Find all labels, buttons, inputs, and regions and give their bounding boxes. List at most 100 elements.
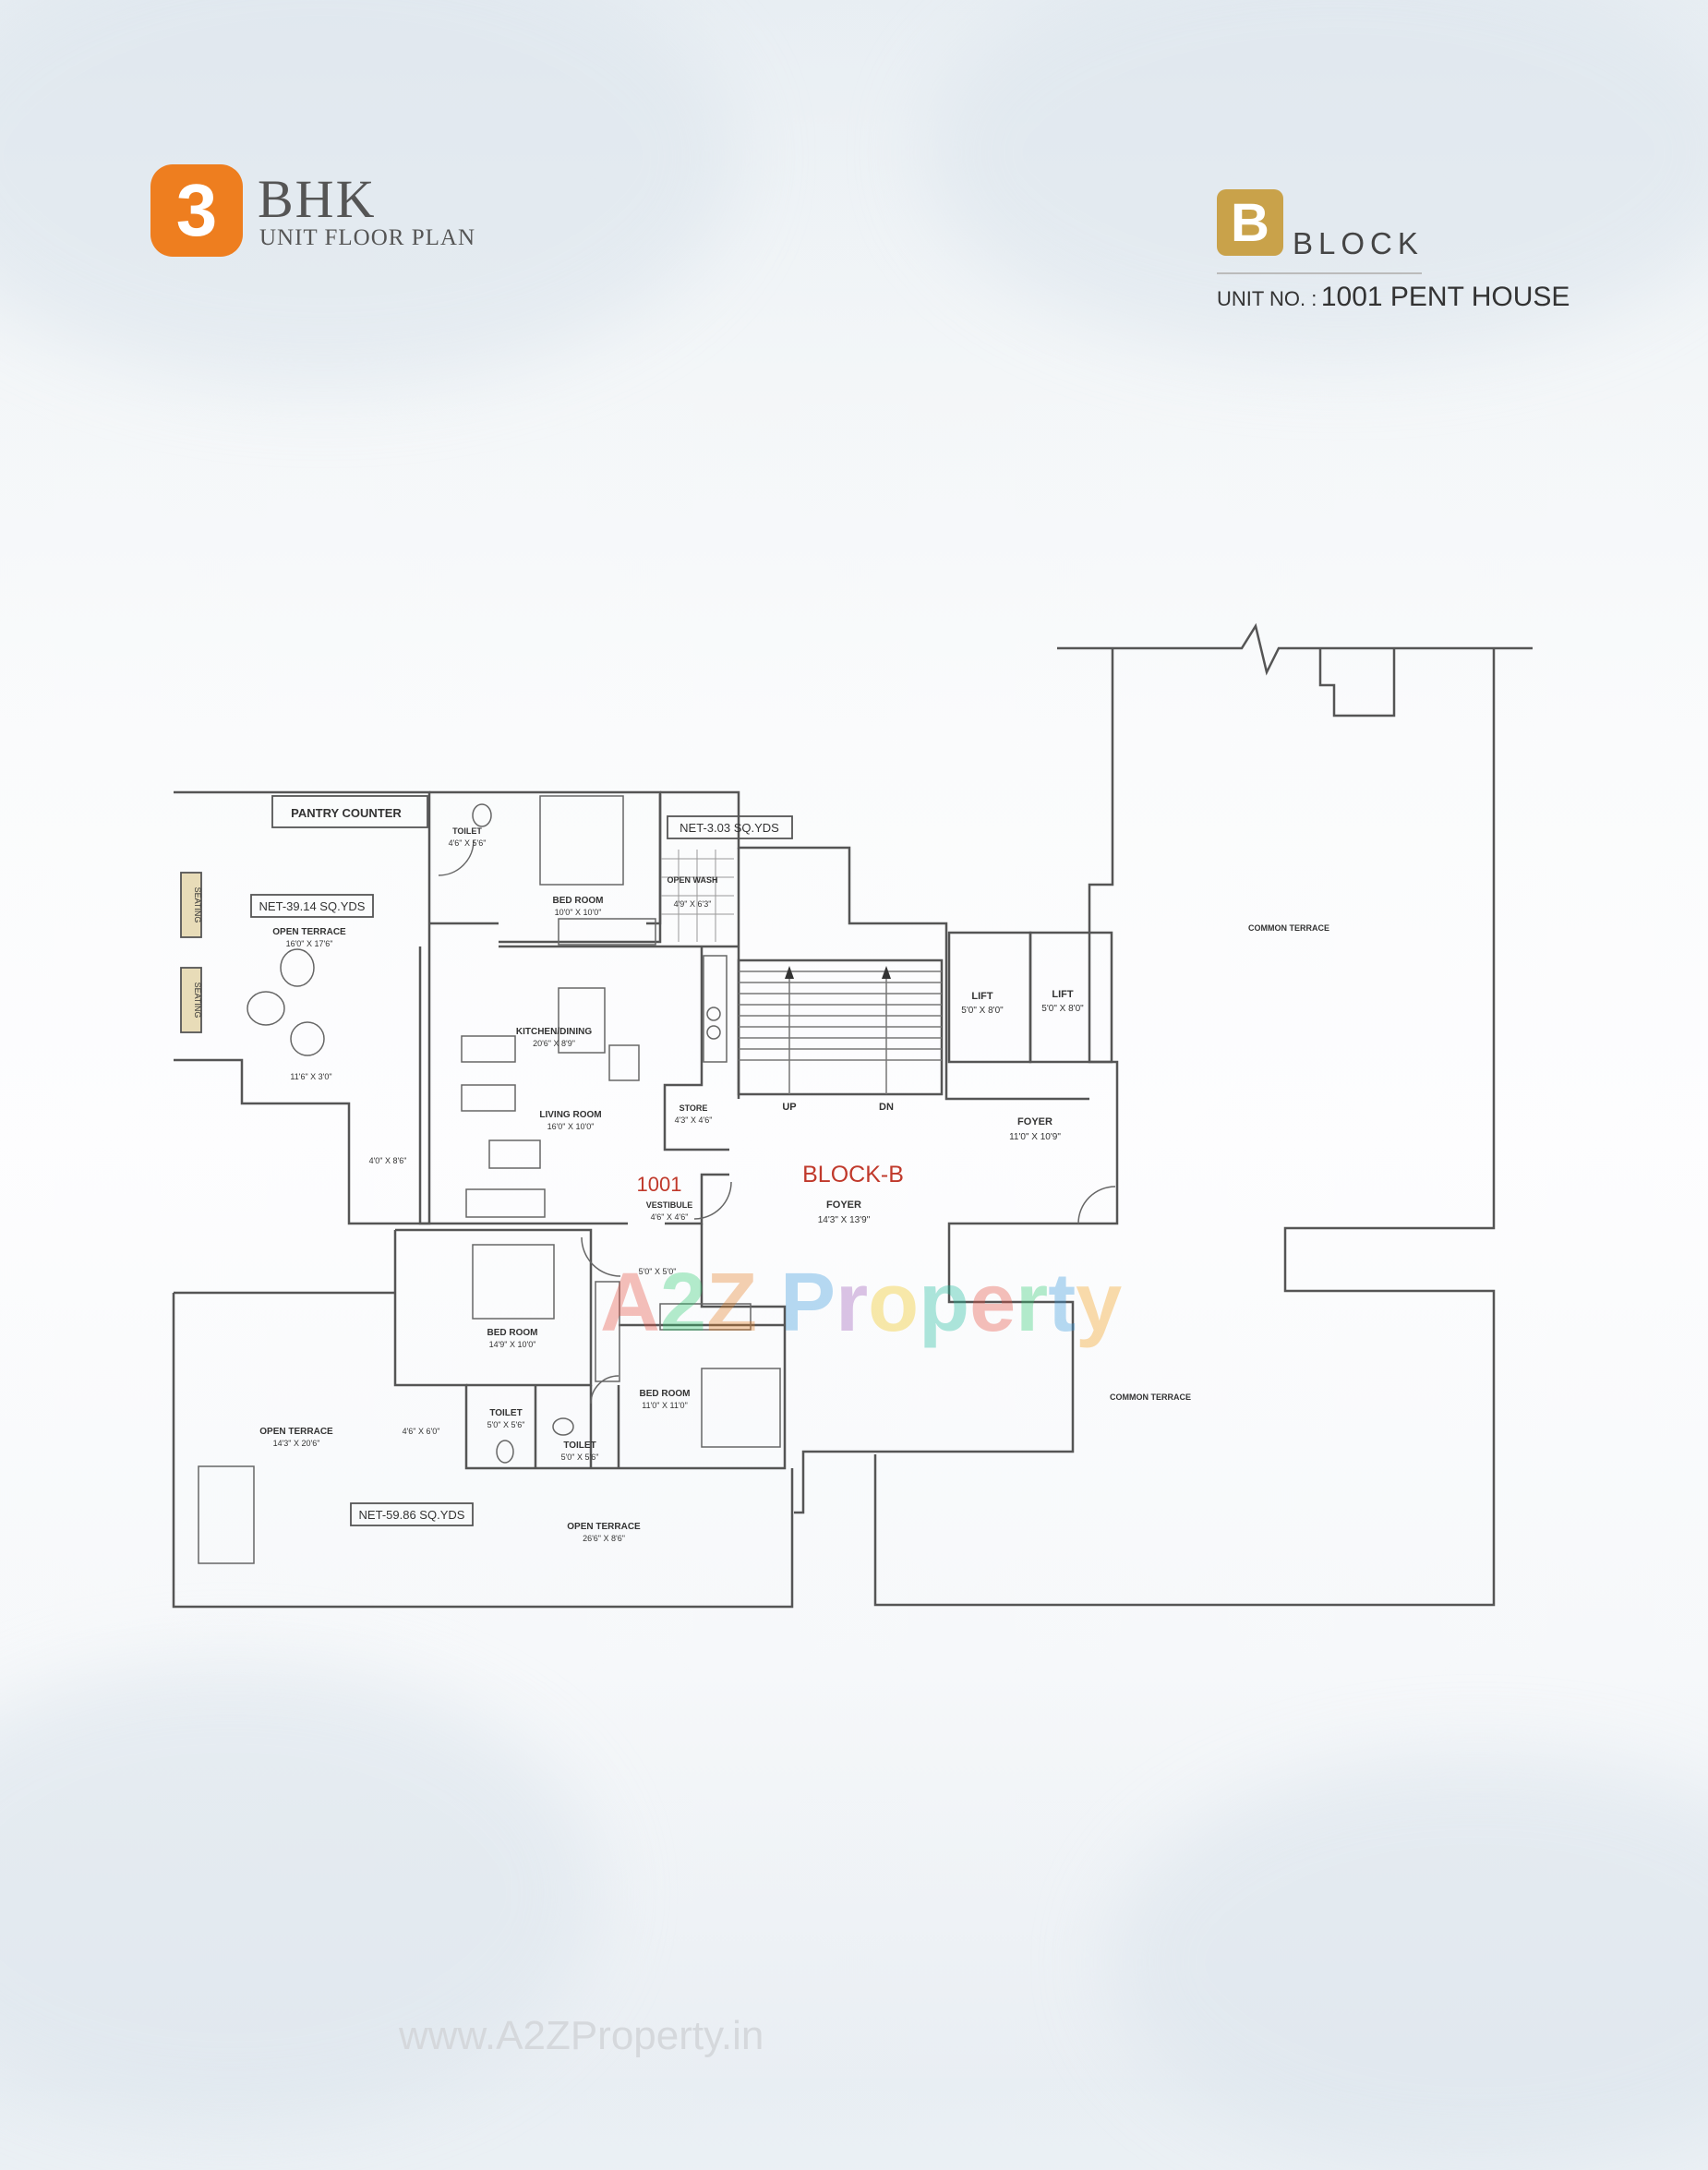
plan-walls	[172, 622, 1533, 1609]
stair-treads	[739, 968, 942, 1094]
open-terrace-1-size: 16'0" X 17'6"	[286, 939, 333, 948]
block-word: BLOCK	[1293, 226, 1424, 260]
bedroom-count-badge: 3	[150, 164, 243, 257]
open-terrace-2-label: OPEN TERRACE	[259, 1427, 333, 1437]
wall-lower-unit	[393, 1224, 787, 1470]
block-b-label: BLOCK-B	[802, 1162, 904, 1187]
top-break-line	[1057, 622, 1533, 676]
door-foyer	[1077, 1186, 1116, 1224]
living-room-size: 16'0" X 10'0"	[547, 1122, 595, 1131]
door-swings	[438, 839, 1116, 1404]
room-labels: PANTRY COUNTER SEATING SEATING NET-39.14…	[193, 806, 1329, 1543]
side-size: 4'0" X 8'6"	[369, 1156, 407, 1165]
terrace-swing	[198, 1465, 255, 1564]
open-terrace-3-size: 26'6" X 8'6"	[583, 1534, 625, 1543]
stove-burner-1	[706, 1007, 721, 1021]
sofa-3	[465, 1188, 546, 1218]
passage-size: 5'0" X 5'0"	[639, 1267, 677, 1276]
door-toilet-1	[438, 839, 475, 876]
wall-duct	[1318, 648, 1396, 717]
kitchen-label: KITCHEN/DINING	[516, 1027, 592, 1037]
open-wash-hatch	[661, 850, 734, 942]
unit-number-label: 1001	[637, 1173, 682, 1196]
net-wash-label: NET-3.03 SQ.YDS	[680, 821, 779, 835]
bedroom-2-label: BED ROOM	[487, 1328, 538, 1338]
lift-2-label: LIFT	[1052, 989, 1073, 1000]
wall-bedroom2	[395, 1228, 593, 1387]
chair-1	[280, 948, 315, 987]
bedroom-3-label: BED ROOM	[640, 1389, 691, 1399]
terrace-1-ext-size: 11'6" X 3'0"	[290, 1072, 331, 1081]
seating-2-label: SEATING	[193, 983, 202, 1019]
sofa-1	[461, 1035, 516, 1063]
toilet-1-label: TOILET	[452, 826, 482, 836]
header-divider	[1217, 272, 1422, 274]
common-terrace-1-label: COMMON TERRACE	[1248, 923, 1329, 933]
pantry-counter-label: PANTRY COUNTER	[291, 806, 402, 820]
pantry-counter-box	[271, 795, 428, 828]
toilet-3-size: 5'0" X 5'6"	[561, 1453, 599, 1462]
door-main	[693, 1181, 732, 1220]
wc-3-icon	[552, 1417, 574, 1436]
common-terrace-2-label: COMMON TERRACE	[1110, 1392, 1191, 1402]
unit-label: UNIT NO. :	[1217, 287, 1317, 310]
wall-vestibule	[665, 1173, 729, 1225]
wc-1-icon	[472, 803, 492, 827]
chair-2	[247, 991, 285, 1026]
lift-1-label: LIFT	[971, 991, 992, 1002]
toilet-2-size: 5'0" X 5'6"	[487, 1420, 525, 1429]
unit-value: 1001 PENT HOUSE	[1320, 282, 1570, 312]
lift-2-size: 5'0" X 8'0"	[1041, 1004, 1084, 1014]
seating-1-bench	[180, 872, 202, 938]
footer-url: www.A2ZProperty.in	[399, 2013, 764, 2058]
lift-shaft-2	[1028, 931, 1113, 1064]
door-bedroom-3	[590, 1375, 619, 1404]
label-boxes	[180, 795, 793, 1526]
wall-stair-top	[660, 790, 1089, 1101]
coffee-table	[488, 1139, 541, 1169]
wall-common-left	[794, 648, 1119, 1514]
living-room-label: LIVING ROOM	[539, 1110, 601, 1120]
bhk-title: BHK	[258, 169, 377, 229]
door-bedroom-2	[581, 1236, 621, 1277]
toilet-1-size: 4'6" X 5'6"	[449, 838, 487, 848]
floor-plan-diagram: PANTRY COUNTER SEATING SEATING NET-39.14…	[172, 622, 1533, 1609]
bed-3	[701, 1368, 781, 1448]
wall-bedroom1-top	[429, 790, 662, 925]
store-size: 4'3" X 4'6"	[675, 1115, 713, 1125]
stair-up-arrow-icon	[785, 966, 794, 979]
bed-2	[472, 1244, 555, 1320]
open-terrace-3-label: OPEN TERRACE	[567, 1522, 641, 1532]
wall-kitchen-right	[663, 946, 729, 1151]
stair-down-arrow-icon	[882, 966, 891, 979]
open-terrace-2-size: 14'3" X 20'6"	[273, 1439, 320, 1448]
lift-1-size: 5'0" X 8'0"	[961, 1006, 1004, 1016]
seating-1-label: SEATING	[193, 887, 202, 923]
wall-living-left	[418, 946, 628, 1225]
unit-number: UNIT NO. : 1001 PENT HOUSE	[1217, 282, 1570, 313]
net-terrace-1-label: NET-39.14 SQ.YDS	[259, 899, 366, 913]
net-wash-box	[667, 815, 793, 839]
wardrobe-3	[659, 1303, 752, 1331]
wardrobe-1	[558, 918, 656, 946]
wall-bedroom1-side	[499, 794, 662, 944]
chair-3	[290, 1021, 325, 1056]
bedroom-1-size: 10'0" X 10'0"	[555, 908, 602, 917]
store-label: STORE	[680, 1103, 708, 1113]
bedroom-1-label: BED ROOM	[553, 896, 604, 906]
plan-subtitle: UNIT FLOOR PLAN	[259, 225, 475, 250]
seating-2-bench	[180, 967, 202, 1033]
foyer-2-size: 14'3" X 13'9"	[818, 1215, 871, 1225]
foyer-1-size: 11'0" X 10'9"	[1009, 1132, 1061, 1142]
vestibule-size: 4'6" X 4'6"	[651, 1212, 689, 1222]
net-terrace-2-label: NET-59.86 SQ.YDS	[359, 1508, 465, 1522]
furniture	[198, 795, 781, 1564]
toilet-3-label: TOILET	[563, 1441, 595, 1451]
open-wash-label: OPEN WASH	[667, 875, 717, 885]
bedroom-2-size: 14'9" X 10'0"	[489, 1340, 536, 1349]
wc-2-icon	[496, 1440, 514, 1464]
watermark: A2Z Property	[600, 1257, 1123, 1349]
net-terrace-2-box	[350, 1502, 474, 1526]
block-letter-badge: B	[1217, 189, 1283, 256]
dining-table	[558, 987, 606, 1054]
